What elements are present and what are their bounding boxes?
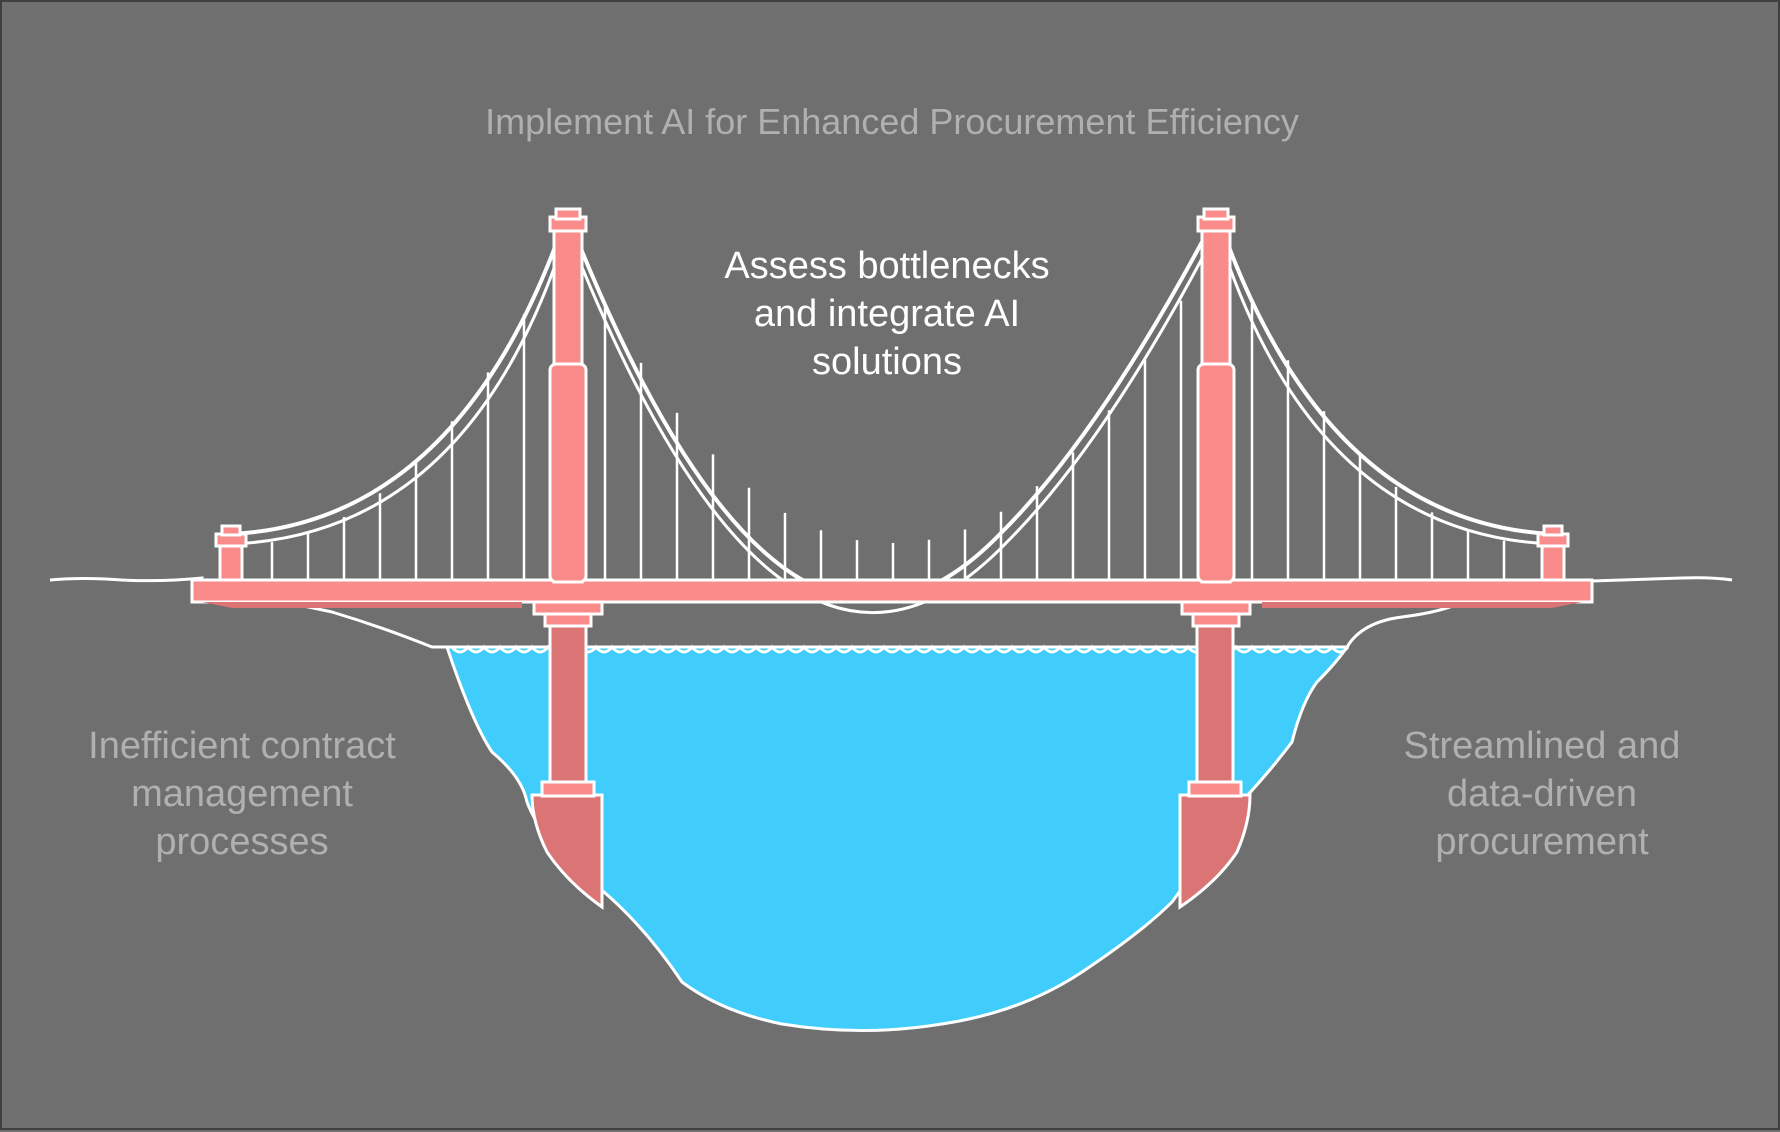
left-tower-lower	[548, 362, 588, 584]
right-bank-label-line-3: procurement	[1435, 821, 1649, 863]
left-crossbeam	[532, 600, 604, 616]
right-bank-label: Streamlined and data-driven procurement	[1342, 722, 1742, 866]
left-lower-leg	[548, 610, 588, 797]
right-crossbeam-2	[1191, 612, 1241, 628]
left-tower-cap-top	[554, 207, 582, 221]
left-bank-label-line-3: processes	[155, 821, 329, 863]
right-crossbeam	[1180, 600, 1252, 616]
left-bank-label: Inefficient contract management processe…	[42, 722, 442, 866]
bridge-label-line-3: solutions	[812, 341, 962, 383]
hanger-cables	[270, 300, 1506, 580]
right-bank-label-line-2: data-driven	[1446, 773, 1638, 815]
left-bank-label-line-2: management	[131, 773, 353, 815]
right-bank-label-line-1: Streamlined and	[1403, 725, 1681, 767]
main-cable-outer	[231, 208, 1553, 602]
left-anchor-top	[220, 524, 242, 537]
left-leg-cap	[540, 780, 596, 798]
left-crossbeam-2	[543, 612, 593, 628]
right-foundation	[1178, 793, 1252, 910]
water-icon	[444, 645, 1350, 1032]
bridge-label-line-1: Assess bottlenecks	[724, 245, 1050, 287]
right-leg-cap	[1187, 780, 1243, 798]
deck-shadow-left	[202, 602, 522, 608]
right-anchor-top	[1542, 524, 1564, 537]
right-tower-lower	[1196, 362, 1236, 584]
left-foundation	[530, 793, 604, 910]
left-bank-label-line-1: Inefficient contract	[88, 725, 396, 767]
left-anchor-post	[218, 542, 244, 582]
diagram-title: Implement AI for Enhanced Procurement Ef…	[485, 101, 1299, 142]
bridge-deck	[190, 578, 1594, 604]
bridge-label: Assess bottlenecks and integrate AI solu…	[642, 242, 1132, 386]
deck-shadow-right	[1262, 602, 1582, 608]
bridge-label-line-2: and integrate AI	[753, 293, 1021, 335]
right-tower-cap-top	[1202, 207, 1230, 221]
right-lower-leg	[1195, 610, 1235, 797]
right-anchor-post	[1540, 542, 1566, 582]
